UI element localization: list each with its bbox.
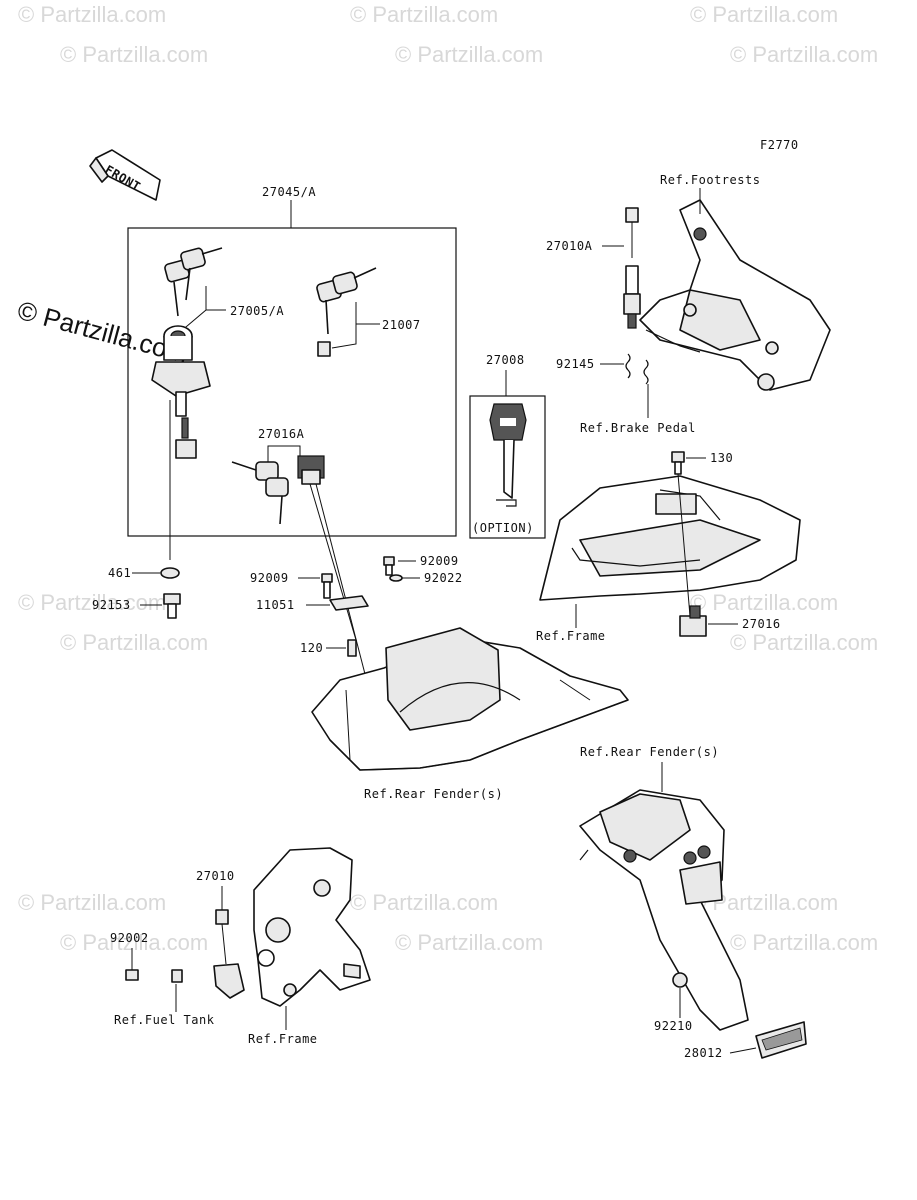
spring-icon: [625, 353, 631, 379]
callout-27016: 27016: [742, 617, 781, 631]
nut-icon: [672, 972, 688, 988]
callout-92210: 92210: [654, 1019, 693, 1033]
frame-bottom-section: [253, 847, 371, 1007]
ref-rear-fender-mid: Ref.Rear Fender(s): [364, 787, 503, 801]
kawasaki-key-icon: [489, 403, 527, 507]
washer-icon: [389, 574, 403, 582]
callout-92153: 92153: [92, 598, 131, 612]
watermark-text: © Partzilla.com: [18, 590, 166, 615]
watermark-text: © Partzilla.com: [690, 590, 838, 615]
option-label: (OPTION): [472, 521, 534, 535]
ignition-switch-icon: [151, 325, 211, 459]
watermark-text: © Partzilla.com: [60, 930, 208, 955]
figure-code: F2770: [760, 138, 799, 152]
callout-27010a: 27010A: [546, 239, 593, 253]
ignition-kit-box: 27045/A: [127, 185, 457, 537]
reflector-icon: [755, 1021, 807, 1059]
bolt-icon: [125, 969, 139, 981]
fuel-switch-icon: [171, 909, 245, 999]
watermark-text: © Partzilla.com: [18, 890, 166, 915]
screw-icon: [383, 556, 395, 576]
ref-footrests: Ref.Footrests: [660, 173, 760, 187]
spring-icon: [643, 359, 649, 385]
washer-icon: [160, 567, 180, 579]
watermark-text: © Partzilla.com: [395, 42, 543, 67]
watermark-text: © Partzilla.com: [730, 930, 878, 955]
watermark-text: © Partzilla.com: [18, 2, 166, 27]
ref-brake-pedal: Ref.Brake Pedal: [580, 421, 696, 435]
ref-frame-bottom: Ref.Frame: [248, 1032, 318, 1046]
watermark-text: © Partzilla.com: [730, 42, 878, 67]
callout-21007: 21007: [382, 318, 421, 332]
callout-27005a: 27005/A: [230, 304, 284, 318]
ref-rear-fender-right: Ref.Rear Fender(s): [580, 745, 719, 759]
rear-fender-tray: [311, 627, 629, 771]
callout-11051: 11051: [256, 598, 295, 612]
seat-lock-icon: [679, 605, 707, 637]
callout-27045a: 27045/A: [262, 185, 316, 199]
callout-92002: 92002: [110, 931, 149, 945]
key-blanks-icon: [316, 267, 377, 357]
watermark-text: © Partzilla.com: [395, 930, 543, 955]
bolt-icon: [671, 451, 685, 475]
rear-fender-assembly: [579, 789, 749, 1031]
callout-27010: 27010: [196, 869, 235, 883]
callout-130: 130: [710, 451, 733, 465]
callout-92009a: 92009: [250, 571, 289, 585]
watermark-text: © Partzilla.com: [60, 42, 208, 67]
bolt-icon: [163, 593, 181, 619]
callout-461: 461: [108, 566, 131, 580]
screw-icon: [347, 639, 357, 657]
callout-27008: 27008: [486, 353, 525, 367]
footrest-assembly: [639, 199, 831, 391]
screw-icon: [321, 573, 333, 599]
watermark-text: © Partzilla.com: [730, 630, 878, 655]
frame-section: [539, 475, 801, 601]
brake-switch-icon: [623, 207, 641, 329]
ref-frame-mid: Ref.Frame: [536, 629, 606, 643]
callout-92022: 92022: [424, 571, 463, 585]
seat-lock-keys-icon: [231, 455, 325, 525]
watermark-text: © Partzilla.com: [690, 2, 838, 27]
bracket-icon: [329, 595, 369, 611]
callout-120: 120: [300, 641, 323, 655]
option-key-box: [469, 395, 546, 539]
callout-28012: 28012: [684, 1046, 723, 1060]
watermarks: © Partzilla.com © Partzilla.com © Partzi…: [14, 2, 878, 955]
watermark-text: © Partzilla.com: [350, 890, 498, 915]
watermark-text: © Partzilla.com: [60, 630, 208, 655]
callout-92009b: 92009: [420, 554, 459, 568]
ref-fuel-tank: Ref.Fuel Tank: [114, 1013, 215, 1027]
front-arrow-icon: FRONT: [89, 149, 161, 201]
key-set-icon: [164, 247, 223, 317]
callout-92145: 92145: [556, 357, 595, 371]
watermark-text: © Partzilla.com: [350, 2, 498, 27]
callout-27016a: 27016A: [258, 427, 305, 441]
